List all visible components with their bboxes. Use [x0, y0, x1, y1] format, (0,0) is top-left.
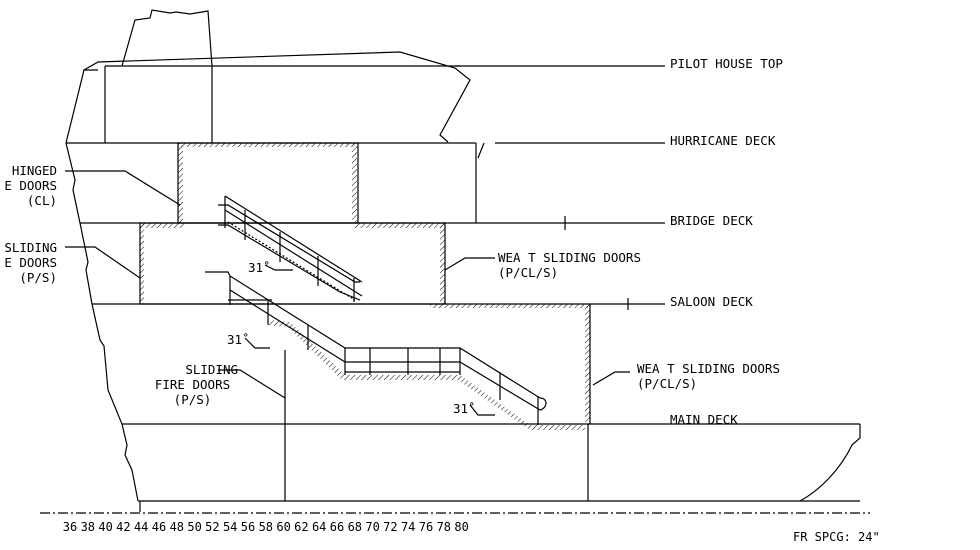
deck-lines [66, 142, 860, 512]
hinged-door-line-1: HINGED [11, 163, 57, 178]
frame-tick-66: 66 [329, 520, 345, 534]
hinged-door-label: HINGED E DOORS (CL) [4, 163, 57, 208]
lower-stair [205, 271, 547, 425]
frame-tick-54: 54 [222, 520, 238, 534]
wea-lower-line-1: WEA T SLIDING DOORS [637, 361, 780, 376]
frame-tick-70: 70 [365, 520, 380, 534]
frame-tick-76: 76 [418, 520, 434, 534]
frame-tick-52: 52 [205, 520, 220, 534]
sliding-upper-line-3: (P/S) [19, 270, 57, 285]
frame-tick-58: 58 [258, 520, 274, 534]
frame-tick-36: 36 [62, 520, 78, 534]
sliding-fire-line-2: FIRE DOORS [154, 377, 231, 392]
angle-markers [244, 264, 495, 416]
frame-tick-80: 80 [454, 520, 469, 534]
hull-break-line [65, 142, 139, 502]
frame-tick-40: 40 [98, 520, 113, 534]
pilot-house [65, 9, 471, 144]
frame-tick-74: 74 [400, 520, 416, 534]
frame-tick-68: 68 [347, 520, 363, 534]
frame-tick-62: 62 [294, 520, 309, 534]
wea-upper-line-2: (P/CL/S) [498, 265, 559, 280]
frame-tick-48: 48 [169, 520, 185, 534]
frame-tick-50: 50 [187, 520, 202, 534]
wea-upper-door-label: WEA T SLIDING DOORS (P/CL/S) [498, 250, 641, 280]
sliding-upper-line-2: E DOORS [4, 255, 57, 270]
sliding-fire-line-3: (P/S) [173, 392, 212, 407]
bridge-deck-label: BRIDGE DECK [670, 213, 753, 228]
wea-upper-line-1: WEA T SLIDING DOORS [498, 250, 641, 265]
leader-lines [65, 65, 665, 399]
frame-tick-44: 44 [133, 520, 149, 534]
frame-spacing-label: FR SPCG: 24" [793, 530, 880, 544]
bow-outline [799, 424, 861, 502]
stair-angle-upper: 31˚ [248, 260, 271, 275]
frame-tick-56: 56 [240, 520, 256, 534]
hurricane-deck-label: HURRICANE DECK [670, 133, 776, 148]
pilot-house-top-label: PILOT HOUSE TOP [670, 56, 783, 71]
hinged-door-line-2: E DOORS [4, 178, 57, 193]
frame-tick-78: 78 [436, 520, 452, 534]
sliding-fire-door-label: SLIDING FIRE DOORS (P/S) [125, 362, 260, 407]
bulkheads [140, 143, 590, 430]
sliding-fire-line-1: SLIDING [185, 362, 238, 377]
saloon-deck-label: SALOON DECK [670, 294, 753, 309]
frame-tick-64: 64 [311, 520, 327, 534]
main-deck-label: MAIN DECK [670, 412, 738, 427]
sliding-upper-door-label: SLIDING E DOORS (P/S) [4, 240, 57, 285]
frame-tick-42: 42 [116, 520, 131, 534]
hinged-door-line-3: (CL) [26, 193, 57, 208]
sliding-upper-line-1: SLIDING [4, 240, 57, 255]
wea-lower-door-label: WEA T SLIDING DOORS (P/CL/S) [637, 361, 780, 391]
upper-stair [218, 195, 363, 302]
stair-angle-lower: 31˚ [453, 401, 476, 416]
frame-tick-60: 60 [276, 520, 291, 534]
wea-lower-line-2: (P/CL/S) [637, 376, 698, 391]
frame-tick-72: 72 [383, 520, 398, 534]
stair-angle-middle: 31˚ [227, 332, 250, 347]
frame-tick-38: 38 [80, 520, 96, 534]
frame-tick-46: 46 [151, 520, 167, 534]
